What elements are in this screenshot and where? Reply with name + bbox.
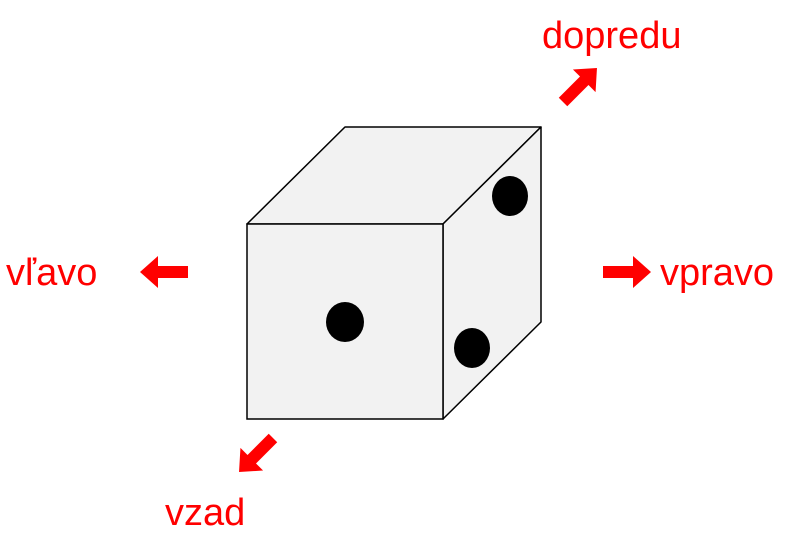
arrow-right-icon — [603, 256, 651, 288]
die — [246, 126, 542, 420]
label-right: vpravo — [660, 252, 774, 294]
arrow-up-right-icon — [558, 68, 597, 107]
die-pip-side-bottom — [454, 328, 490, 368]
die-pip-front — [326, 302, 364, 342]
label-left: vľavo — [6, 252, 97, 294]
die-pip-side-top — [492, 176, 528, 216]
label-forward: dopredu — [542, 15, 681, 57]
arrow-left-icon — [140, 256, 188, 288]
arrow-down-left-icon — [239, 433, 278, 472]
label-back: vzad — [165, 492, 245, 533]
